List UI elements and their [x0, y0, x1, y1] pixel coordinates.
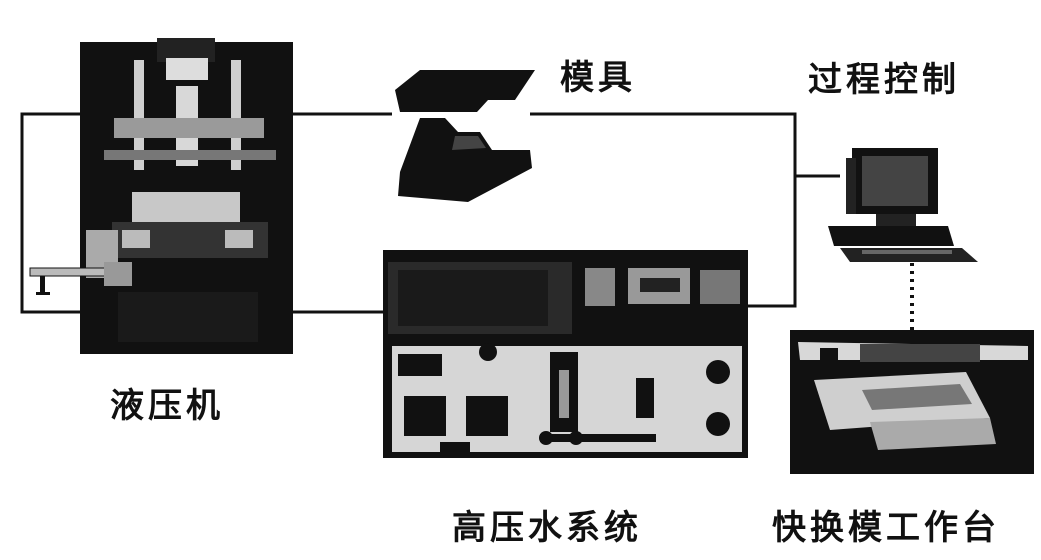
- water-system-label: 高压水系统: [452, 508, 642, 548]
- die-label: 模具: [560, 58, 636, 98]
- hydraulic-press-image: [29, 38, 293, 354]
- water-system-image: [383, 250, 748, 458]
- quick-die-change-table-image: [790, 330, 1034, 474]
- quick-die-change-table-label: 快换模工作台: [772, 508, 1000, 548]
- process-control-computer-image: [828, 148, 978, 262]
- process-control-label: 过程控制: [808, 60, 960, 100]
- hydraulic-press-label: 液压机: [110, 386, 224, 426]
- die-image: [395, 70, 535, 202]
- connection-lines: [20, 112, 840, 314]
